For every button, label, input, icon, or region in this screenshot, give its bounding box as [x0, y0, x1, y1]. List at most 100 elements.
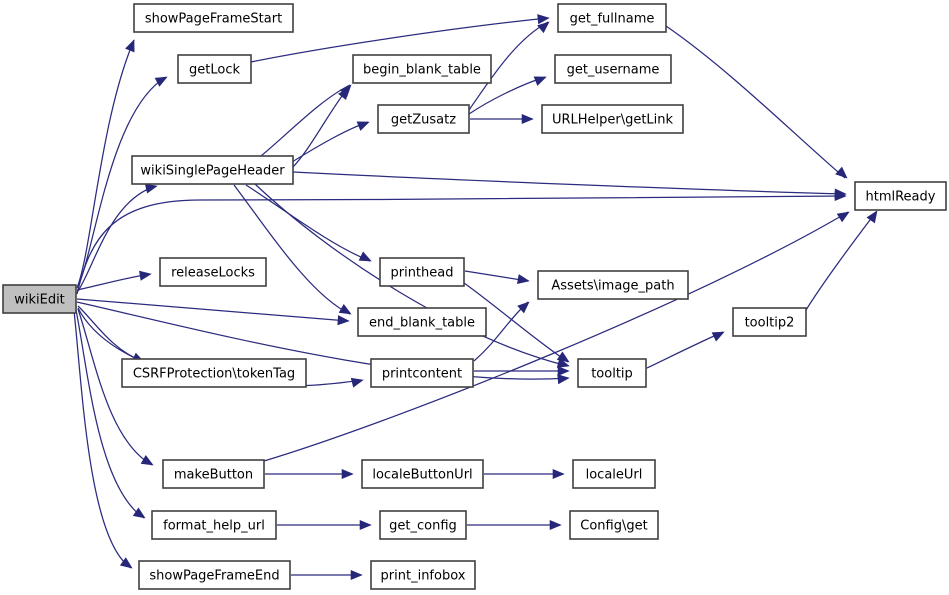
arrowhead-Assets-a [516, 274, 530, 285]
node-box[interactable] [541, 104, 684, 134]
node-box[interactable] [577, 358, 647, 388]
arrowheads-layer [119, 14, 878, 581]
node-get_fullname[interactable]: get_fullname [557, 3, 667, 33]
arrowhead-tooltip2-a [711, 331, 725, 342]
node-showPageFrameStart[interactable]: showPageFrameStart [133, 3, 294, 33]
arrowhead-printhead-a [358, 251, 372, 262]
node-begin_blank_table[interactable]: begin_blank_table [352, 54, 492, 84]
arrowhead-showPageFrameEnd-a [119, 557, 133, 569]
node-box[interactable] [159, 257, 267, 287]
edge-wikiSinglePageHeader-to-tooltip [254, 183, 569, 367]
arrowhead-localeButtonUrl-a [341, 468, 354, 480]
node-box[interactable] [557, 3, 667, 33]
arrowhead-getLock [154, 76, 168, 87]
node-box[interactable] [177, 54, 252, 84]
arrowhead-tooltip-b [556, 358, 570, 368]
node-box[interactable] [377, 104, 470, 134]
node-box[interactable] [352, 54, 492, 84]
node-print_infobox[interactable]: print_infobox [370, 560, 476, 590]
edge-get_fullname-to-htmlReady [665, 25, 846, 179]
node-box[interactable] [121, 358, 307, 388]
edge-wikiSinglePageHeader-to-begin_blank_table [260, 84, 351, 157]
node-end_blank_table[interactable]: end_blank_table [357, 307, 487, 337]
edges-layer [73, 17, 877, 576]
arrowhead-localeUrl-a [552, 468, 565, 480]
arrowhead-tooltip-d [557, 365, 570, 377]
arrowhead-makeButton-a [140, 454, 154, 466]
arrowhead-get_username-a [533, 76, 547, 86]
arrowhead-htmlReady-e [836, 211, 850, 223]
node-htmlReady[interactable]: htmlReady [854, 181, 947, 211]
node-box[interactable] [151, 510, 277, 540]
node-box[interactable] [138, 560, 291, 590]
node-get_config[interactable]: get_config [379, 510, 467, 540]
node-box[interactable] [854, 181, 947, 211]
node-box[interactable] [133, 3, 294, 33]
arrowhead-getZusatz-a [356, 121, 370, 131]
edge-wikiEdit-to-tooltip [76, 301, 569, 380]
node-getZusatz[interactable]: getZusatz [377, 104, 470, 134]
edge-wikiSinglePageHeader-to-end_blank_table [233, 184, 351, 315]
node-box[interactable] [379, 510, 467, 540]
arrowhead-wikiSinglePageHeader [144, 183, 158, 194]
node-Assets-image_path[interactable]: Assets\image_path [537, 270, 689, 300]
arrowhead-begin_blank_table-b [338, 87, 350, 101]
arrowhead-get_fullname-a [537, 14, 550, 25]
arrowhead-htmlReady-c [835, 166, 848, 179]
arrowhead-URLHelper-a [521, 113, 534, 125]
arrowhead-end_blank_table-b [338, 303, 352, 315]
node-wikiEdit[interactable]: wikiEdit [2, 284, 77, 314]
node-box[interactable] [554, 54, 672, 84]
nodes-layer: wikiEdit showPageFrameStart getLock wikiSin… [2, 3, 947, 590]
arrowhead-htmlReady-b [834, 188, 847, 199]
edge-printhead-to-tooltip [463, 282, 569, 363]
edge-wikiSinglePageHeader-to-htmlReady [292, 171, 846, 195]
edge-getLock-to-get_fullname [250, 17, 549, 63]
node-tooltip[interactable]: tooltip [577, 358, 647, 388]
edge-wikiEdit-to-showPageFrameStart [76, 39, 135, 289]
node-releaseLocks[interactable]: releaseLocks [159, 257, 267, 287]
node-box[interactable] [2, 284, 77, 314]
node-box[interactable] [357, 307, 487, 337]
arrowhead-htmlReady-d [866, 210, 878, 224]
node-tooltip2[interactable]: tooltip2 [732, 307, 807, 337]
node-box[interactable] [131, 155, 294, 185]
node-box[interactable] [572, 459, 656, 489]
arrowhead-end_blank_table-a [337, 315, 350, 326]
node-getLock[interactable]: getLock [177, 54, 252, 84]
node-showPageFrameEnd[interactable]: showPageFrameEnd [138, 560, 291, 590]
node-box[interactable] [162, 459, 265, 489]
node-box[interactable] [361, 459, 484, 489]
node-box[interactable] [370, 358, 474, 388]
node-Config-get[interactable]: Config\get [569, 510, 659, 540]
arrowhead-releaseLocks [139, 270, 152, 281]
edge-makeButton-to-htmlReady [263, 211, 849, 462]
edge-wikiEdit-to-releaseLocks [76, 273, 151, 291]
edge-wikiSinglePageHeader-to-printhead [245, 184, 371, 262]
node-localeButtonUrl[interactable]: localeButtonUrl [361, 459, 484, 489]
node-box[interactable] [732, 307, 807, 337]
edge-getZusatz-to-get_fullname [468, 21, 549, 111]
node-CSRFProtection-tokenTag[interactable]: CSRFProtection\tokenTag [121, 358, 307, 388]
node-box[interactable] [537, 270, 689, 300]
edge-wikiEdit-to-wikiSinglePageHeader [77, 185, 157, 292]
arrowhead-format_help_url-a [132, 507, 146, 519]
node-format_help_url[interactable]: format_help_url [151, 510, 277, 540]
edge-wikiEdit-to-format_help_url [75, 309, 145, 519]
node-get_username[interactable]: get_username [554, 54, 672, 84]
edge-wikiSinglePageHeader-to-getZusatz [291, 121, 369, 163]
node-makeButton[interactable]: makeButton [162, 459, 265, 489]
node-printcontent[interactable]: printcontent [370, 358, 474, 388]
arrowhead-get_config-a [359, 519, 372, 531]
node-printhead[interactable]: printhead [379, 257, 465, 287]
node-box[interactable] [379, 257, 465, 287]
node-wikiSinglePageHeader[interactable]: wikiSinglePageHeader [131, 155, 294, 185]
node-localeUrl[interactable]: localeUrl [572, 459, 656, 489]
node-box[interactable] [569, 510, 659, 540]
edge-wikiEdit-to-CSRFProtection-tokenTag [77, 305, 144, 363]
edge-tooltip2-to-htmlReady [805, 211, 877, 311]
edge-tooltip-to-tooltip2 [646, 331, 724, 369]
node-box[interactable] [370, 560, 476, 590]
node-URLHelper-getLink[interactable]: URLHelper\getLink [541, 104, 684, 134]
